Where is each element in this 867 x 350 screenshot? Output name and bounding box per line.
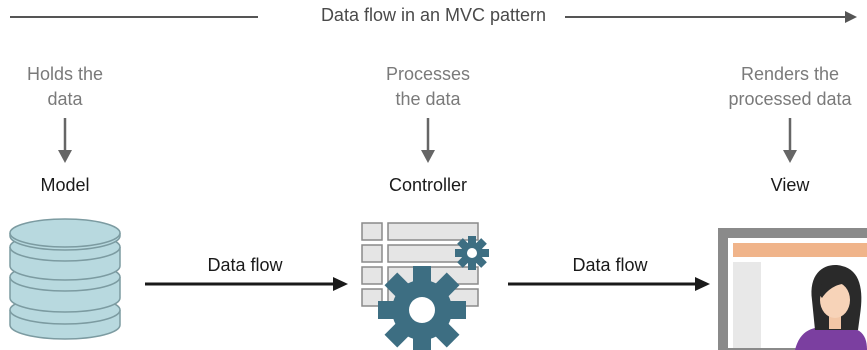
model-description-line-1: Holds the [26, 64, 104, 84]
controller-description-line-1: Processes [385, 64, 471, 84]
controller-label: Controller [388, 175, 468, 195]
desc-arrow-controller [421, 118, 435, 163]
view-label: View [770, 175, 810, 195]
model-label: Model [40, 175, 90, 195]
view-description: Renders the processed data [717, 62, 863, 112]
person-icon [795, 265, 867, 350]
database-icon [9, 218, 121, 340]
controller-description: Processes the data [358, 62, 498, 112]
flow-label-controller-view: Data flow [572, 255, 648, 275]
flow-label-model-controller: Data flow [207, 255, 283, 275]
controller-description-line-2: the data [395, 89, 461, 109]
title-arrow-head [845, 11, 857, 23]
small-gear-icon [455, 236, 489, 270]
flow-arrowhead-controller-view [695, 277, 710, 291]
flow-arrowhead-model-controller [333, 277, 348, 291]
view-description-line-1: Renders the [740, 64, 840, 84]
model-description: Holds the data [5, 62, 125, 112]
diagram-title: Data flow in an MVC pattern [0, 5, 867, 26]
desc-arrow-view [783, 118, 797, 163]
model-description-line-2: data [47, 89, 83, 109]
diagram-title-text: Data flow in an MVC pattern [310, 5, 557, 25]
view-description-line-2: processed data [728, 89, 852, 109]
desc-arrow-model [58, 118, 72, 163]
large-gear-icon [378, 266, 466, 350]
